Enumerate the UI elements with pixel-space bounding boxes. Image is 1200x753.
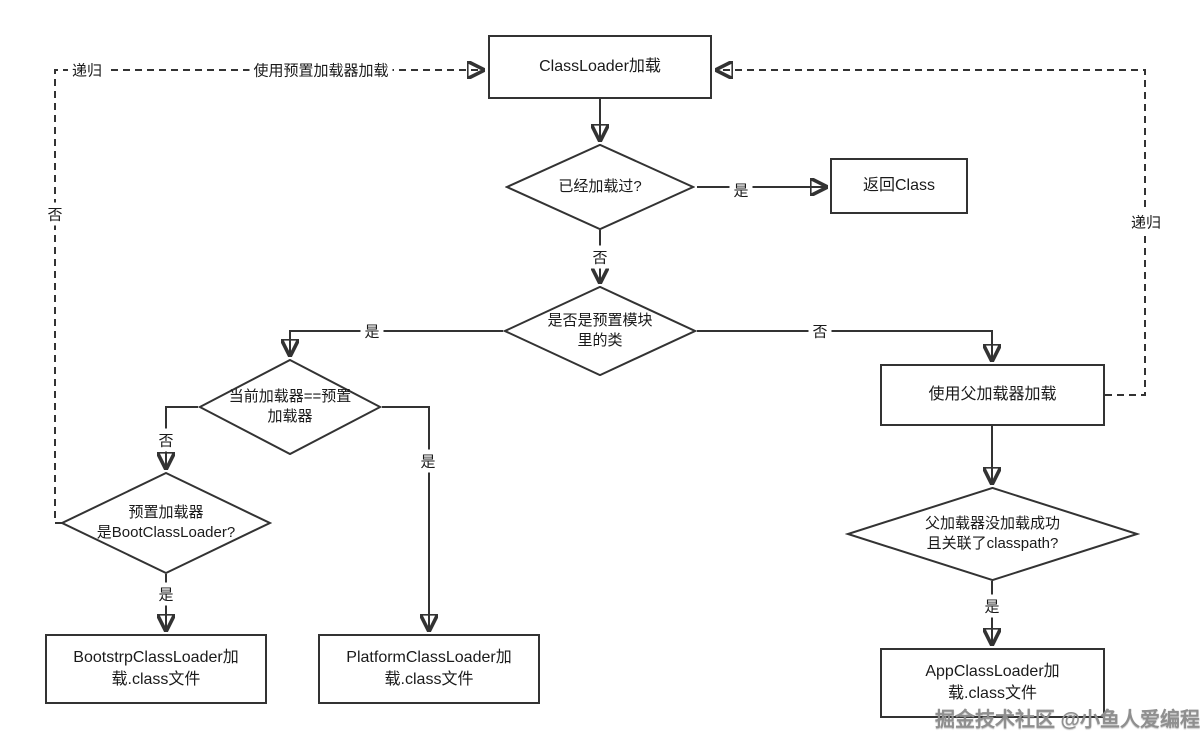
node-classloader-load-label: ClassLoader加载 <box>539 58 661 76</box>
edge-label-yes-to-return: 是 <box>729 178 753 202</box>
node-platform-load: PlatformClassLoader加 载.class文件 <box>318 634 540 704</box>
edge-preset-yes-current <box>290 330 503 355</box>
node-app-load-label: AppClassLoader加 载.class文件 <box>925 663 1060 702</box>
node-already-loaded: 已经加载过? <box>505 144 695 230</box>
node-parent-failed-classpath: 父加载器没加载成功 且关联了classpath? <box>845 487 1140 581</box>
edge-label-recursion-left: 递归 <box>67 58 107 82</box>
node-current-eq-preset: 当前加载器==预置 加载器 <box>198 359 382 455</box>
node-preset-is-bootclassloader: 预置加载器 是BootClassLoader? <box>60 472 272 574</box>
edge-recursion-right <box>717 70 1146 396</box>
diamond-shape <box>505 144 695 230</box>
watermark-text: 掘金技术社区 @小鱼人爱编程 <box>935 709 1200 731</box>
edge-label-use-preset-loader: 使用预置加载器加载 <box>249 58 393 82</box>
diamond-shape <box>503 286 697 376</box>
edge-label-no-right-branch: 否 <box>808 319 832 343</box>
diamond-shape <box>60 472 272 574</box>
node-preset-is-bootclassloader-label: 预置加载器 是BootClassLoader? <box>96 503 236 541</box>
node-already-loaded-label: 已经加载过? <box>558 177 642 195</box>
edge-label-no-down: 否 <box>588 245 612 269</box>
edge-label-yes-to-platform: 是 <box>416 449 440 473</box>
diamond-shape <box>198 359 382 455</box>
node-bootstrap-load: BootstrpClassLoader加 载.class文件 <box>45 634 267 704</box>
node-platform-load-label: PlatformClassLoader加 载.class文件 <box>346 649 512 688</box>
node-app-load: AppClassLoader加 载.class文件 <box>880 648 1105 718</box>
node-current-eq-preset-label: 当前加载器==预置 加载器 <box>228 387 352 425</box>
edge-preset-no-parent <box>697 330 992 360</box>
edge-label-yes-to-app: 是 <box>980 594 1004 618</box>
edge-label-recursion-right: 递归 <box>1126 210 1166 234</box>
edge-label-no-left-recursion: 否 <box>43 202 67 226</box>
edge-current-yes-platform <box>382 406 429 630</box>
node-bootstrap-load-label: BootstrpClassLoader加 载.class文件 <box>73 649 239 688</box>
node-is-preset-module-label: 是否是预置模块 里的类 <box>547 311 653 349</box>
node-return-class: 返回Class <box>830 158 968 214</box>
edge-label-no-to-bootcheck: 否 <box>154 428 178 452</box>
node-parent-failed-classpath-label: 父加载器没加载成功 且关联了classpath? <box>924 514 1060 552</box>
node-is-preset-module: 是否是预置模块 里的类 <box>503 286 697 376</box>
node-classloader-load: ClassLoader加载 <box>488 35 712 99</box>
edge-label-yes-left-branch: 是 <box>360 319 384 343</box>
node-return-class-label: 返回Class <box>862 177 935 195</box>
diamond-shape <box>845 487 1140 581</box>
edge-label-yes-to-bootstrap: 是 <box>154 582 178 606</box>
node-use-parent-loader-label: 使用父加载器加载 <box>928 386 1057 404</box>
node-use-parent-loader: 使用父加载器加载 <box>880 364 1105 426</box>
